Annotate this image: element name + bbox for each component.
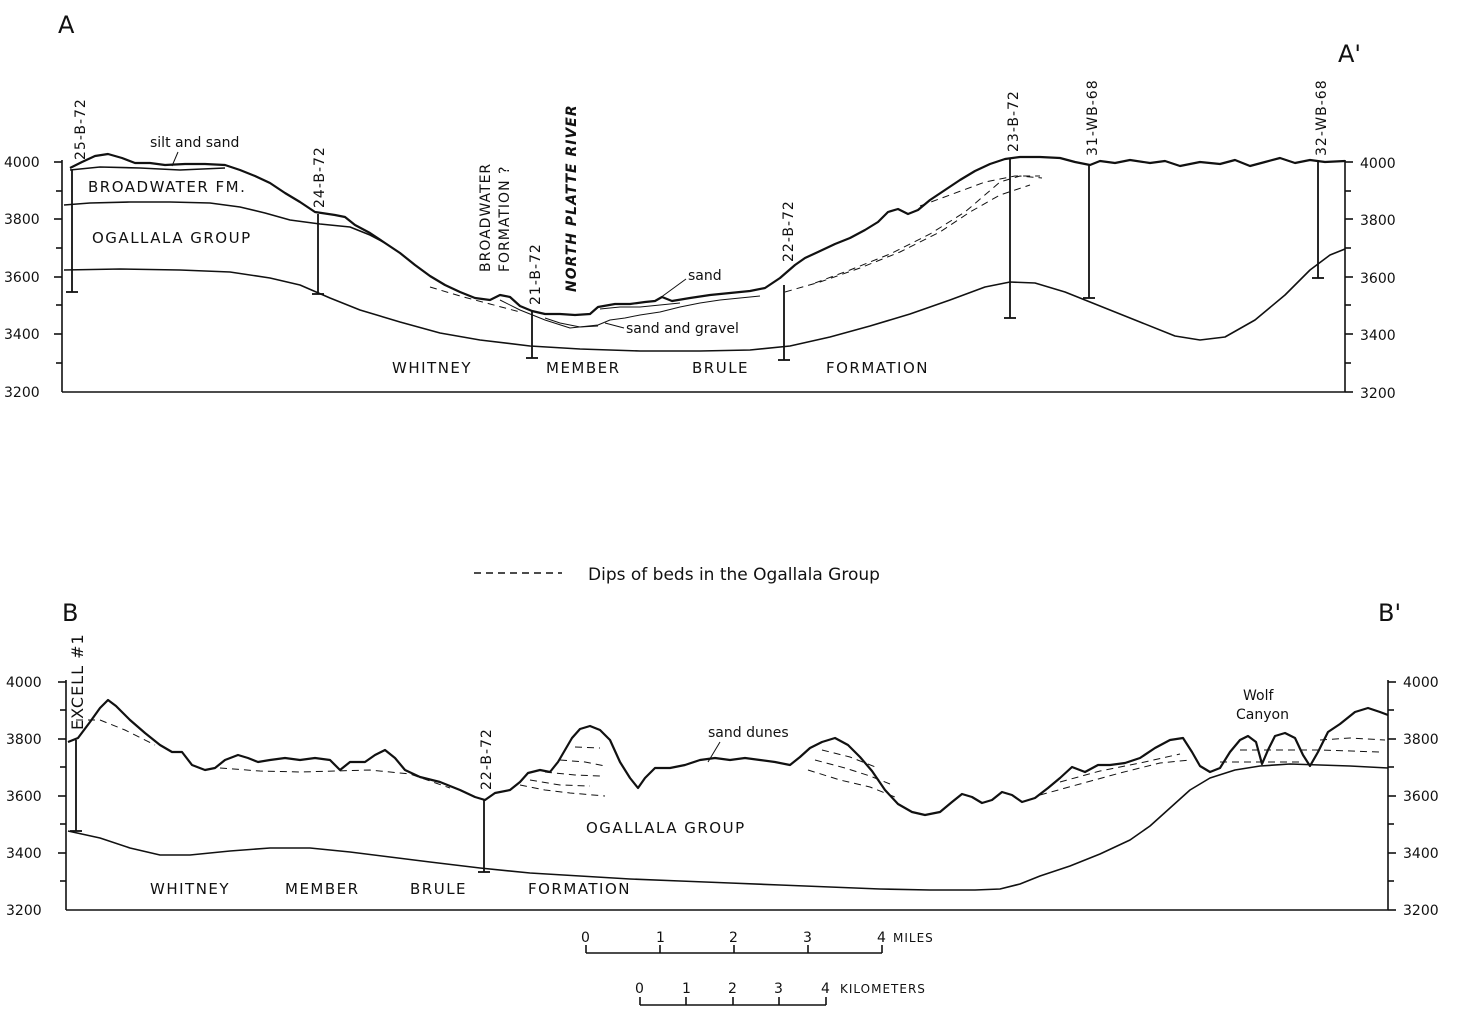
well-21-b-72: 21-B-72	[528, 243, 544, 305]
section-a-left-axis: 4000 3800 3600 3400 3200	[4, 155, 1345, 401]
well-23-b-72: 23-B-72	[1006, 90, 1022, 152]
b-right-tick-3800: 3800	[1403, 732, 1439, 748]
section-b-wells: EXCELL #1 22-B-72	[68, 633, 495, 873]
scale-bars: 0 1 2 3 4 MILES 0 1 2 3 4 KILOMETERS	[581, 930, 934, 1006]
km-unit: KILOMETERS	[840, 982, 926, 996]
section-b-right-axis: 4000 3800 3600 3400 3200	[1387, 675, 1439, 919]
b-right-tick-4000: 4000	[1403, 675, 1439, 691]
a-left-tick-3600: 3600	[4, 270, 40, 286]
km-tick-3: 3	[774, 981, 783, 997]
label-broadwater-fm: BROADWATER FM.	[88, 178, 246, 196]
section-b: B B' 4000 3800 3600 3400 3200	[6, 599, 1439, 919]
label-broadwater-formation-2: FORMATION ?	[497, 166, 513, 272]
a-left-tick-3400: 3400	[4, 327, 40, 343]
a-right-tick-3800: 3800	[1360, 213, 1396, 229]
section-a-right-axis: 4000 3800 3600 3400 3200	[1344, 156, 1396, 402]
b-right-tick-3200: 3200	[1403, 903, 1439, 919]
section-a-river-alluvium	[499, 295, 761, 329]
miles-tick-2: 2	[729, 930, 738, 946]
scale-kilometers: 0 1 2 3 4 KILOMETERS	[635, 981, 926, 1006]
well-31-wb-68: 31-WB-68	[1085, 79, 1101, 156]
miles-tick-0: 0	[581, 930, 590, 946]
a-left-tick-4000: 4000	[4, 155, 40, 171]
well-24-b-72: 24-B-72	[312, 146, 328, 208]
label-whitney-a: WHITNEY	[392, 359, 472, 377]
section-a-river-gravel	[544, 317, 599, 328]
b-left-tick-3800: 3800	[6, 732, 42, 748]
legend: Dips of beds in the Ogallala Group	[474, 565, 880, 585]
label-formation-a: FORMATION	[826, 359, 929, 377]
a-left-tick-3800: 3800	[4, 212, 40, 228]
label-north-platte-river: NORTH PLATTE RIVER	[564, 104, 580, 292]
miles-unit: MILES	[893, 931, 934, 945]
well-25-b-72: 25-B-72	[73, 98, 89, 160]
b-left-tick-4000: 4000	[6, 675, 42, 691]
well-22-b-72-b: 22-B-72	[479, 728, 495, 790]
label-member-a: MEMBER	[546, 359, 621, 377]
section-a-wells: 25-B-72 24-B-72 21-B-72 22-B-72 23-B-72 …	[66, 79, 1330, 361]
b-right-tick-3400: 3400	[1403, 846, 1439, 862]
label-brule-a: BRULE	[692, 359, 749, 377]
well-32-wb-68: 32-WB-68	[1314, 79, 1330, 156]
section-b-start-label: B	[62, 599, 78, 627]
miles-tick-3: 3	[803, 930, 812, 946]
label-member-b: MEMBER	[285, 880, 360, 898]
label-broadwater-formation-1: BROADWATER	[478, 163, 494, 272]
section-a-dip-lines	[429, 286, 521, 313]
a-right-tick-4000: 4000	[1360, 156, 1396, 172]
legend-text: Dips of beds in the Ogallala Group	[588, 565, 880, 585]
section-b-land-surface	[67, 698, 1389, 817]
section-a-silt-base	[69, 166, 226, 171]
a-right-tick-3400: 3400	[1360, 328, 1396, 344]
label-sand-and-gravel: sand and gravel	[626, 321, 739, 337]
label-sand-a: sand	[688, 268, 722, 284]
well-22-b-72-a: 22-B-72	[781, 200, 797, 262]
label-sand-dunes: sand dunes	[708, 725, 789, 741]
a-left-tick-3200: 3200	[4, 385, 40, 401]
section-b-end-label: B'	[1378, 599, 1401, 627]
label-canyon: Canyon	[1236, 707, 1289, 723]
miles-tick-4: 4	[877, 930, 886, 946]
section-a-end-label: A'	[1338, 40, 1361, 68]
section-a: A A' 4000 3800 3600 3400 3200	[4, 11, 1396, 402]
section-b-left-axis: 4000 3800 3600 3400 3200	[6, 675, 1388, 919]
section-a-land-surface	[69, 152, 1346, 317]
b-right-tick-3600: 3600	[1403, 789, 1439, 805]
label-whitney-b: WHITNEY	[150, 880, 230, 898]
section-a-broadwater-base	[63, 201, 386, 244]
well-excell-1: EXCELL #1	[68, 633, 87, 730]
km-tick-4: 4	[821, 981, 830, 997]
a-right-tick-3600: 3600	[1360, 271, 1396, 287]
label-formation-b: FORMATION	[528, 880, 631, 898]
section-a-start-label: A	[58, 11, 75, 39]
label-ogallala-group-a: OGALLALA GROUP	[92, 229, 252, 247]
km-tick-2: 2	[728, 981, 737, 997]
label-silt-and-sand: silt and sand	[150, 135, 239, 151]
label-wolf: Wolf	[1243, 688, 1274, 704]
label-ogallala-group-b: OGALLALA GROUP	[586, 819, 746, 837]
b-left-tick-3600: 3600	[6, 789, 42, 805]
b-left-tick-3400: 3400	[6, 846, 42, 862]
km-tick-1: 1	[682, 981, 691, 997]
scale-miles: 0 1 2 3 4 MILES	[581, 930, 934, 954]
a-right-tick-3200: 3200	[1360, 386, 1396, 402]
section-b-ogallala-base	[67, 763, 1389, 891]
section-a-sand-lens	[599, 302, 681, 310]
miles-tick-1: 1	[656, 930, 665, 946]
km-tick-0: 0	[635, 981, 644, 997]
label-brule-b: BRULE	[410, 880, 467, 898]
b-left-tick-3200: 3200	[6, 903, 42, 919]
section-b-dip-lines	[76, 719, 1386, 798]
